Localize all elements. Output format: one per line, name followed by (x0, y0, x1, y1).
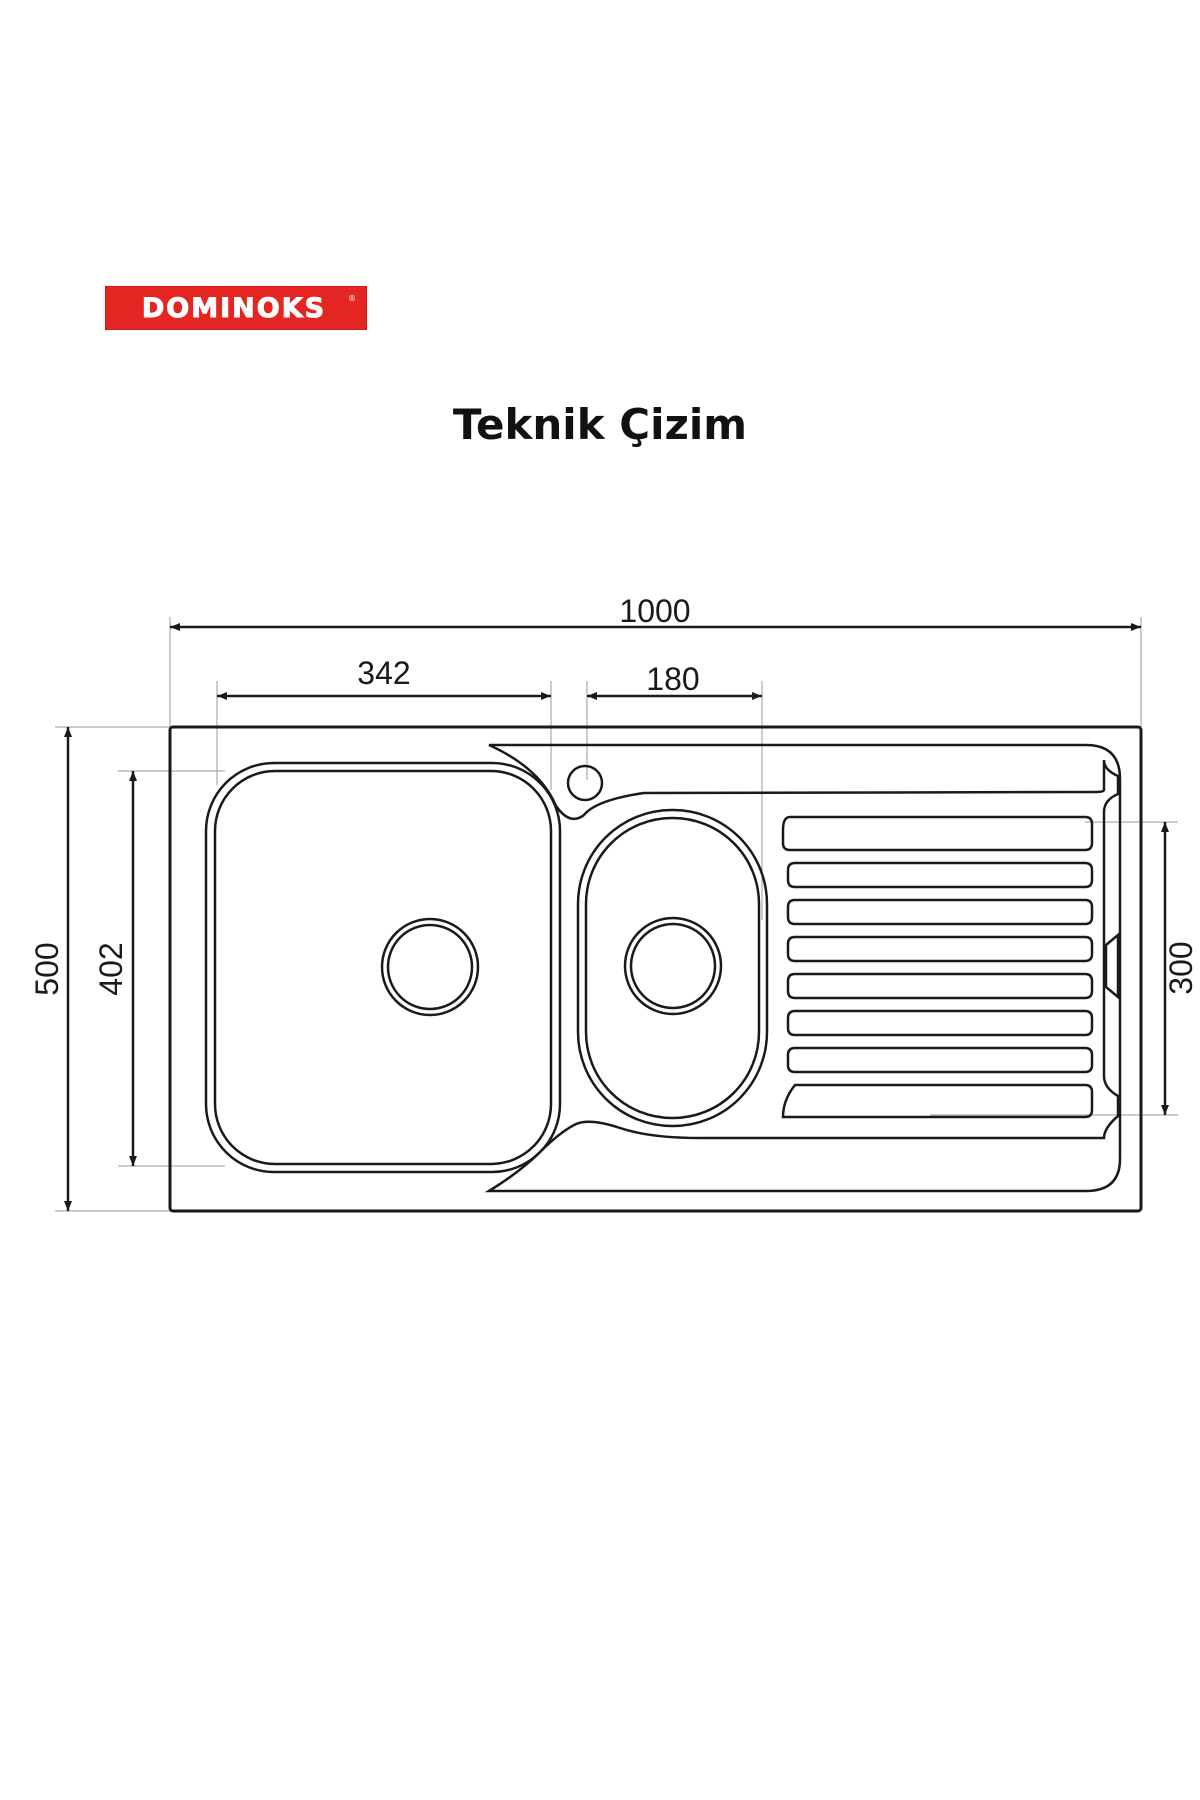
extension-lines (55, 617, 1178, 1212)
drainer-rib (786, 1046, 1094, 1074)
drainer-rib (786, 898, 1094, 926)
drain-large-inner (386, 923, 474, 1011)
page-title: Teknik Çizim (452, 400, 748, 449)
dimension-arrows (64, 623, 1169, 1211)
dim-label-drainer-depth: 300 (1163, 941, 1199, 994)
dim-label-overall-width: 1000 (619, 593, 690, 629)
dim-label-bowl-small-width: 180 (646, 661, 699, 697)
drainer-rib (781, 1083, 1094, 1119)
overflow-slot (1104, 932, 1120, 1000)
drainer-rib (786, 1009, 1094, 1037)
bowl-large-outer (204, 761, 562, 1174)
sink-inner-rim (484, 743, 1122, 1193)
drainer-rib (781, 815, 1094, 852)
drainer-rib (786, 861, 1094, 889)
sink-body (168, 725, 1143, 1213)
dim-label-bowl-large-width: 342 (357, 655, 410, 691)
registered-mark: ® (348, 294, 356, 303)
bowl-small-inner (584, 816, 761, 1120)
sink-outer-edge (168, 725, 1143, 1213)
brand-logo: DOMINOKS ® (105, 286, 367, 330)
bowl-small-outer (576, 808, 769, 1128)
dim-label-bowl-large-depth: 402 (93, 942, 129, 995)
drainer-rib (786, 972, 1094, 1000)
bowl-large (204, 761, 562, 1174)
drainer-ribs (781, 815, 1094, 1119)
bowl-large-inner (213, 769, 553, 1166)
dim-label-overall-depth: 500 (29, 942, 65, 995)
drain-small-inner (629, 922, 717, 1010)
faucet-hole (566, 764, 604, 802)
drainer-rib (786, 935, 1094, 963)
brand-logo-text: DOMINOKS (141, 292, 327, 324)
drain-large-outer (380, 917, 480, 1017)
bowl-small (576, 808, 769, 1128)
drain-small-outer (623, 916, 723, 1016)
